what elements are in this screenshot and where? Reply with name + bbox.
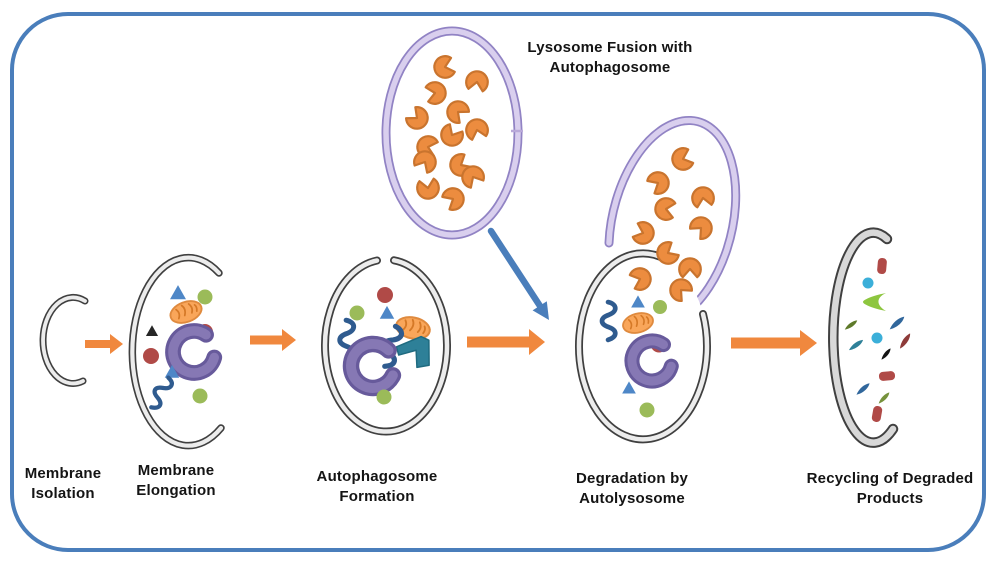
flow-arrow-icon <box>467 329 545 355</box>
autophagosome-cargo <box>340 287 433 405</box>
degraded-fragment-icon <box>863 293 886 311</box>
vesicle-icon <box>376 389 392 405</box>
degraded-fragment-icon <box>843 320 859 330</box>
autolysosome <box>575 115 741 444</box>
stage-label-recycling-of-degraded-products: Recycling of Degraded Products <box>806 470 974 507</box>
degraded-fragment-icon <box>895 333 915 349</box>
squiggle-cargo-icon <box>147 375 174 411</box>
mitochondrion-icon <box>166 296 206 328</box>
degraded-fragment-icon <box>878 348 894 360</box>
fusion-arrow-icon <box>487 227 549 320</box>
triangle-cargo-icon <box>145 325 159 336</box>
degraded-fragment-icon <box>876 257 888 275</box>
elongation-membrane <box>128 253 225 450</box>
stage-label-autophagosome-formation: Autophagosome Formation <box>316 468 438 505</box>
protein-aggregate-icon <box>173 331 214 373</box>
stage-label-membrane-isolation: Membrane Isolation <box>24 465 102 502</box>
lysosome <box>381 26 523 240</box>
lysosome-membrane-inner <box>383 28 521 238</box>
vesicle-icon <box>349 305 365 321</box>
recycling-membrane-crescent <box>828 227 899 448</box>
degraded-fragments <box>843 257 915 423</box>
stage-label-degradation-by-autolysosome: Degradation by Autolysosome <box>576 470 688 507</box>
degraded-fragment-icon <box>878 370 896 382</box>
vesicle-icon <box>192 388 208 404</box>
autolysosome-cargo <box>602 295 671 418</box>
diagram-frame-border <box>10 12 986 552</box>
isolation-membrane-crescent <box>39 293 89 387</box>
degraded-fragment-icon <box>887 316 907 330</box>
degraded-fragment-icon <box>871 332 883 344</box>
teal-organelle-icon <box>395 335 430 369</box>
vesicle-icon <box>639 402 655 418</box>
degraded-fragment-icon <box>862 277 874 289</box>
degraded-fragment-icon <box>847 339 865 351</box>
degraded-fragment-icon <box>854 383 872 395</box>
stage-label-membrane-elongation: Membrane Elongation <box>136 462 216 499</box>
degraded-fragment-icon <box>871 405 883 423</box>
vesicle-icon <box>197 289 213 305</box>
flow-arrow-icon <box>250 329 296 351</box>
flow-arrow-icon <box>85 334 123 354</box>
lysosome-fusion-label: Lysosome Fusion with Autophagosome <box>527 39 693 76</box>
vesicle-icon <box>377 287 393 303</box>
vesicle-icon <box>653 300 667 314</box>
triangle-cargo-icon <box>170 285 186 300</box>
elongation-cargo <box>143 285 214 410</box>
flow-arrow-icon <box>731 330 817 356</box>
degraded-fragment-icon <box>876 392 892 404</box>
vesicle-icon <box>143 348 159 364</box>
